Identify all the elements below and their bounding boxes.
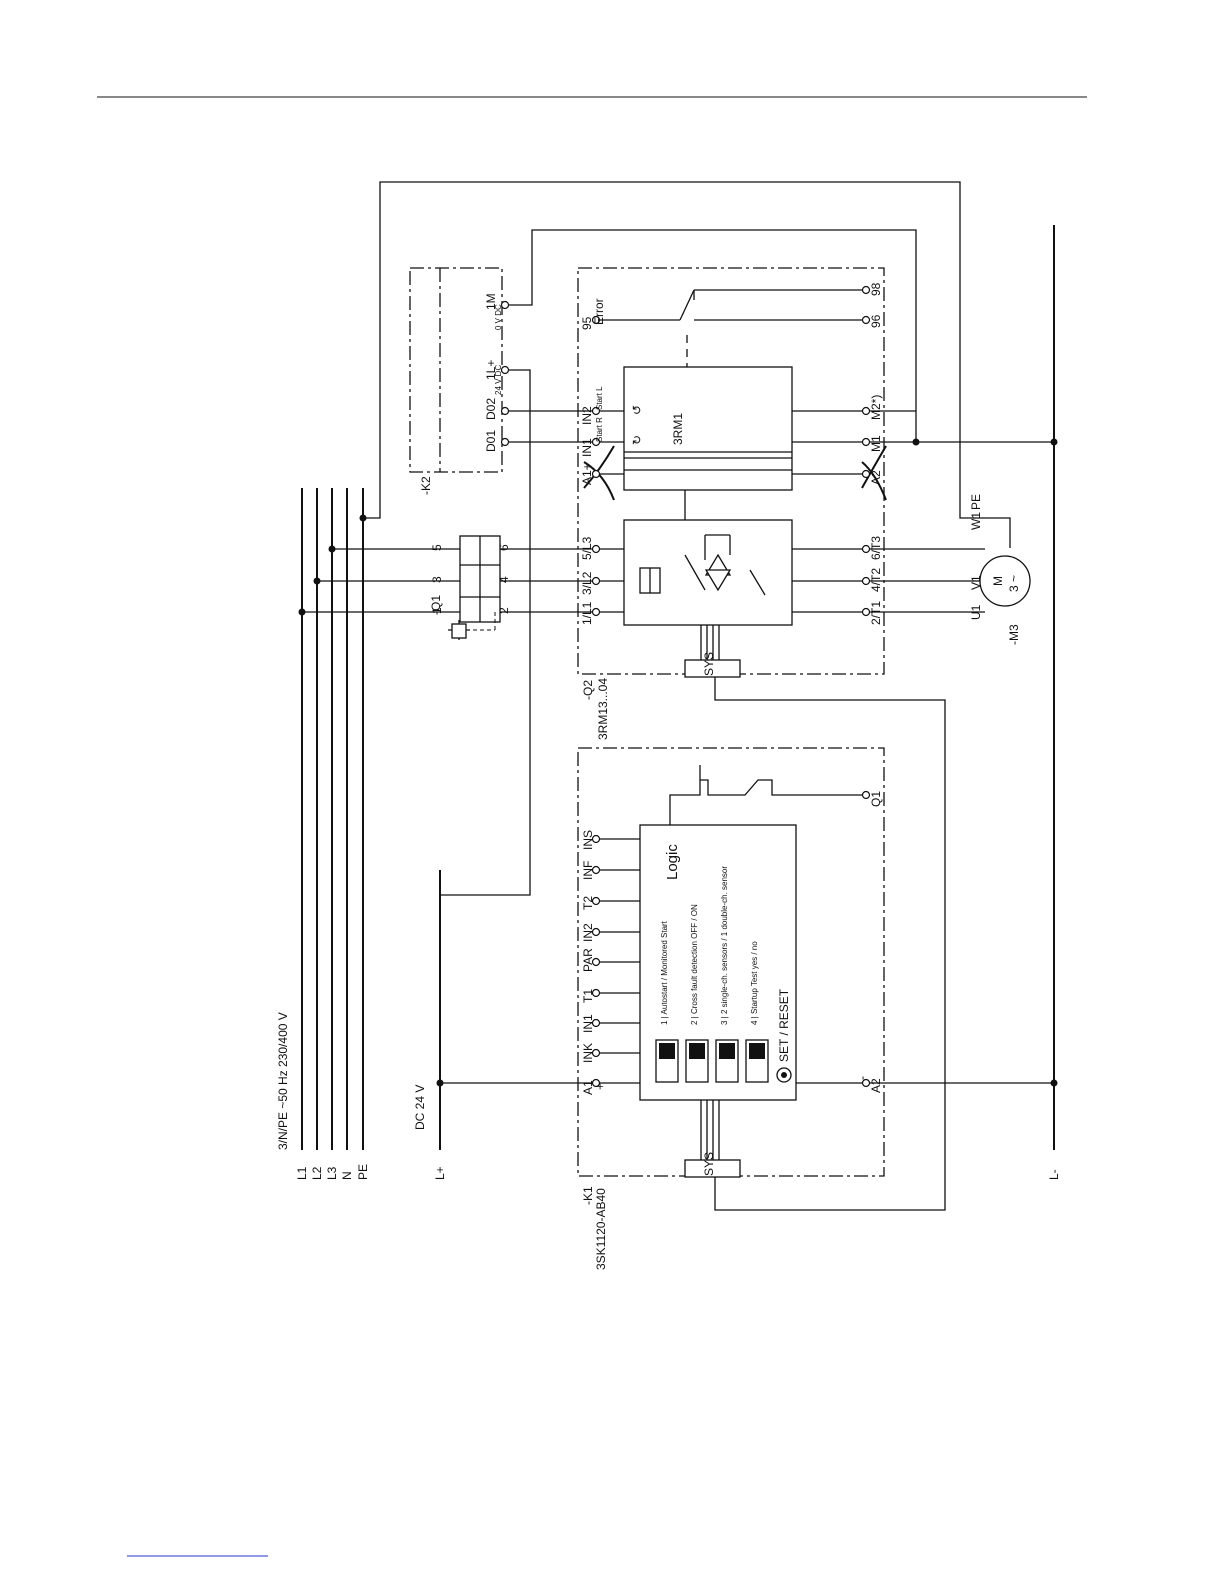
motor-m-label: M — [991, 576, 1005, 586]
q2-1l1-label: 1/L1 — [580, 601, 594, 625]
k2-24vdc-label: 24 V DC — [494, 365, 503, 395]
k1-a2-minus-label: - — [855, 1076, 869, 1080]
q2-2t1-label: 2/T1 — [869, 601, 883, 625]
motor-symbol — [979, 555, 1031, 607]
q1-terminal-4: 4 — [497, 576, 511, 583]
block-3rm1 — [623, 366, 793, 491]
q2-label: -Q2 — [581, 680, 595, 700]
rail-l1-label: L1 — [295, 1166, 309, 1180]
k1-a1-plus-label: + — [593, 1083, 607, 1090]
q2-sys-label: SYS — [702, 652, 716, 676]
q2-frame — [577, 267, 885, 675]
k2-0vdc-label: 0 V DC — [494, 304, 503, 330]
q2-start-l-label: Start L — [595, 386, 604, 410]
logic-label: Logic — [664, 844, 681, 880]
motor-m3-label: -M3 — [1007, 624, 1021, 645]
sys-port-k1 — [684, 1159, 741, 1178]
q1-terminal-5: 5 — [430, 544, 444, 551]
k1-q1-label: Q1 — [869, 791, 883, 807]
labels: 3/N/PE ~50 Hz 230/400 V L1 L2 L3 N PE DC… — [276, 282, 1061, 1270]
q1-terminal-3: 3 — [430, 576, 444, 583]
k2-module — [409, 267, 510, 473]
k1-par-label: PAR — [581, 948, 595, 972]
k2-d02-label: D02 — [484, 398, 498, 420]
k1-in2-label: IN2 — [581, 923, 595, 942]
q2-softstarter — [577, 267, 887, 678]
k1-a1-label: A1 — [581, 1080, 595, 1095]
q1-terminal-6: 6 — [497, 544, 511, 551]
sys-port-q2 — [684, 659, 741, 678]
k1-sys-label: SYS — [702, 1152, 716, 1176]
q2-error-label: Error — [592, 298, 606, 325]
rail-pe-label: PE — [356, 1164, 370, 1180]
dc-supply-label: DC 24 V — [413, 1085, 427, 1130]
3rm1-label: 3RM1 — [671, 413, 685, 445]
motor-pe-label: PE — [969, 494, 983, 510]
q1-terminal-2: 2 — [497, 607, 511, 614]
q2-98-label: 98 — [869, 282, 883, 296]
motor-u1-label: U1 — [969, 604, 983, 620]
k1-in1-label: IN1 — [581, 1014, 595, 1033]
q2-start-r-label: Start R — [595, 417, 604, 442]
k1-ink-label: INK — [581, 1043, 595, 1063]
k1-inf-label: INF — [581, 861, 595, 880]
k1-ins-label: INS — [581, 830, 595, 850]
k1-safety-relay — [577, 747, 885, 1178]
q2-m2-label: M2*) — [869, 395, 883, 420]
motor-m3 — [979, 555, 1031, 607]
q2-6t3-label: 6/T3 — [869, 536, 883, 560]
dip-2-label: 2 | Cross fault detection OFF / ON — [690, 904, 699, 1025]
k1-t2-label: T2 — [581, 896, 595, 910]
k1-model-label: 3SK1120-AB40 — [594, 1188, 608, 1270]
q2-a1-label: A1+ — [580, 463, 594, 485]
q1-breaker — [448, 535, 501, 640]
set-reset-label: SET / RESET — [777, 988, 791, 1062]
dip-3-label: 3 | 2 single-ch. sensors / 1 double-ch. … — [720, 866, 729, 1025]
rail-n-label: N — [340, 1171, 354, 1180]
q2-5l3-label: 5/L3 — [580, 536, 594, 560]
q2-3l2-label: 3/L2 — [580, 571, 594, 595]
q1-breaker-label: -Q1 — [429, 595, 443, 615]
rail-l-plus-label: L+ — [433, 1166, 447, 1180]
motor-v1-label: V1 — [969, 575, 983, 590]
k1-label: -K1 — [581, 1186, 595, 1205]
rotate-right-icon: ↻ — [630, 435, 644, 445]
q1-terminal-1: 1 — [430, 607, 444, 614]
k2-label: -K2 — [419, 476, 433, 495]
k2-1m-label: 1M — [484, 293, 498, 310]
motor-3phase-label: 3 ~ — [1007, 575, 1021, 592]
q2-model-label: 3RM13...04 — [596, 678, 610, 740]
rail-l3-label: L3 — [325, 1166, 339, 1180]
dip-4-label: 4 | Startup Test yes / no — [750, 941, 759, 1025]
dip-1-label: 1 | Autostart / Monitored Start — [660, 920, 669, 1025]
q2-in2-label: IN2 — [580, 406, 594, 425]
k1-a2-label: A2 — [869, 1078, 883, 1093]
k1-t1-label: T1 — [581, 989, 595, 1003]
k2-d01-label: D01 — [484, 430, 498, 452]
k2-1lplus-label: 1L+ — [484, 360, 498, 380]
rotate-left-icon: ↺ — [630, 405, 644, 415]
q2-4t2-label: 4/T2 — [869, 568, 883, 592]
rail-l-minus-label: L- — [1047, 1169, 1061, 1180]
q2-m1-label: M1 — [869, 435, 883, 452]
rail-l2-label: L2 — [310, 1166, 324, 1180]
supply-spec-label: 3/N/PE ~50 Hz 230/400 V — [276, 1012, 290, 1150]
q2-95-label: 95 — [580, 316, 594, 330]
q2-96-label: 96 — [869, 314, 883, 328]
q2-a2-label: A2 — [869, 470, 883, 485]
motor-w1-label: W1 — [969, 512, 983, 530]
q2-in1-label: IN1 — [580, 438, 594, 457]
